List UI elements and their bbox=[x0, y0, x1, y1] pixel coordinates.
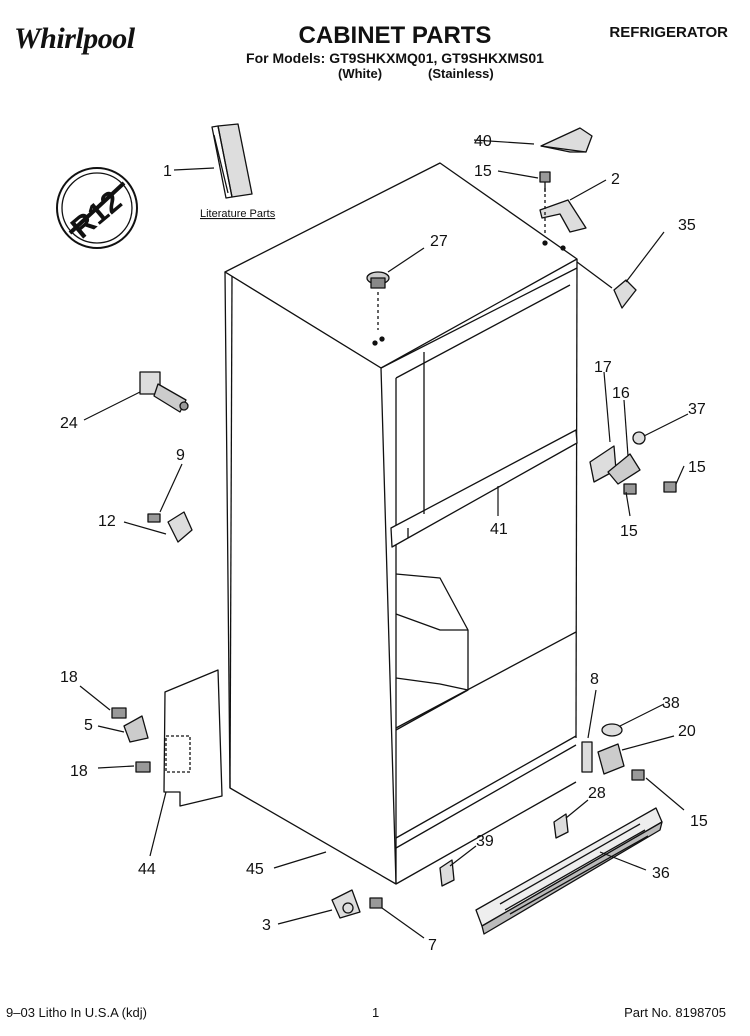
part-15-screw-top bbox=[539, 171, 551, 192]
part-39-clip bbox=[439, 859, 455, 887]
callout-5: 5 bbox=[84, 717, 93, 734]
callout-37: 37 bbox=[688, 401, 706, 418]
callout-7: 7 bbox=[428, 937, 437, 954]
brand-wordmark: Whirlpool bbox=[14, 22, 135, 55]
callout-16: 16 bbox=[612, 385, 630, 402]
part-36-toe-grille bbox=[475, 807, 663, 935]
callout-24: 24 bbox=[60, 415, 78, 432]
no-r12-badge bbox=[56, 167, 138, 249]
callout-18-lower: 18 bbox=[70, 763, 88, 780]
callout-12: 12 bbox=[98, 513, 116, 530]
callout-38: 38 bbox=[662, 695, 680, 712]
part-35-hinge-cover bbox=[576, 261, 637, 309]
callout-labels: Literature Parts R12 1 2 3 5 7 8 9 12 15… bbox=[60, 133, 708, 954]
callout-2: 2 bbox=[611, 171, 620, 188]
callout-15-right: 15 bbox=[688, 459, 706, 476]
callout-45: 45 bbox=[246, 861, 264, 878]
callout-28: 28 bbox=[588, 785, 606, 802]
callout-39: 39 bbox=[476, 833, 494, 850]
callout-40: 40 bbox=[474, 133, 492, 150]
callout-35: 35 bbox=[678, 217, 696, 234]
callout-36: 36 bbox=[652, 865, 670, 882]
cabinet-body bbox=[224, 162, 578, 885]
litho-note: 9–03 Litho In U.S.A (kdj) bbox=[6, 1005, 147, 1020]
callout-18-upper: 18 bbox=[60, 669, 78, 686]
literature-parts-label: Literature Parts bbox=[200, 208, 276, 220]
part-28-clip bbox=[553, 813, 569, 839]
literature-booklet bbox=[211, 123, 253, 199]
callout-15-bottom: 15 bbox=[690, 813, 708, 830]
callout-27: 27 bbox=[430, 233, 448, 250]
variant-white: (White) bbox=[338, 66, 383, 81]
page-number: 1 bbox=[372, 1005, 380, 1020]
callout-44: 44 bbox=[138, 861, 156, 878]
callout-3: 3 bbox=[262, 917, 271, 934]
callout-15-center: 15 bbox=[620, 523, 638, 540]
part-number: Part No. 8198705 bbox=[624, 1005, 726, 1020]
callout-41: 41 bbox=[490, 521, 508, 538]
part-2-top-hinge bbox=[539, 188, 587, 236]
whirlpool-logo: Whirlpool bbox=[14, 22, 135, 56]
callout-1: 1 bbox=[163, 163, 172, 180]
part-12-bracket bbox=[147, 511, 193, 543]
part-40-hinge-cap bbox=[540, 127, 593, 153]
left-side-bracket bbox=[111, 669, 223, 807]
callout-8: 8 bbox=[590, 671, 599, 688]
models-line: For Models: GT9SHKXMQ01, GT9SHKXMS01 bbox=[246, 50, 544, 66]
callout-leaders bbox=[79, 139, 689, 939]
page-title: CABINET PARTS bbox=[298, 22, 492, 49]
callout-15-top: 15 bbox=[474, 163, 492, 180]
callout-20: 20 bbox=[678, 723, 696, 740]
part-3-roller bbox=[331, 889, 383, 919]
part-27-plug bbox=[366, 271, 390, 330]
variant-stainless: (Stainless) bbox=[428, 66, 494, 81]
category-label: REFRIGERATOR bbox=[609, 24, 728, 41]
part-24-stop bbox=[139, 371, 189, 413]
bottom-hinge-assembly bbox=[581, 723, 645, 781]
callout-9: 9 bbox=[176, 447, 185, 464]
center-hinge-assembly bbox=[589, 431, 677, 495]
callout-17: 17 bbox=[594, 359, 612, 376]
